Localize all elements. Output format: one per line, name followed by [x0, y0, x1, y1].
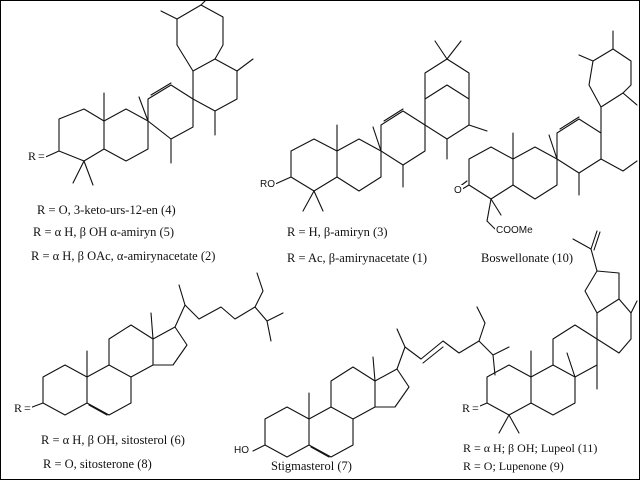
ketone-oxygen-label: O: [453, 185, 463, 196]
caption-alpha-amirynacetate: R = α H, β OAc, α-amirynacetate (2): [31, 249, 216, 263]
caption-alpha-amiryn: R = α H, β OH α-amiryn (5): [33, 225, 175, 239]
caption-lupeol: R = α H; β OH; Lupeol (11): [463, 441, 598, 455]
cooMe-label: COOMe: [495, 225, 534, 236]
caption-boswellonate: Boswellonate (10): [481, 251, 573, 265]
caption-beta-amirynacetate: R = Ac, β-amirynacetate (1): [287, 251, 428, 265]
r-substituent-label: R: [27, 149, 38, 163]
r-substituent-label: R: [13, 401, 24, 415]
ro-substituent-label: RO: [259, 179, 276, 190]
double-bond-equals-label: =: [471, 401, 480, 415]
caption-3-keto-urs-12-en: R = O, 3-keto-urs-12-en (4): [37, 203, 176, 217]
caption-sitosterone: R = O, sitosterone (8): [43, 457, 152, 471]
caption-lupenone: R = O; Lupenone (9): [463, 459, 564, 473]
caption-stigmasterol: Stigmasterol (7): [271, 459, 352, 473]
double-bond-equals-label: =: [23, 401, 32, 415]
double-bond-equals-label: =: [37, 149, 46, 163]
caption-sitosterol: R = α H, β OH, sitosterol (6): [41, 433, 185, 447]
r-substituent-label: R: [461, 401, 472, 415]
ho-substituent-label: HO: [233, 445, 250, 456]
caption-beta-amiryn: R = H, β-amiryn (3): [287, 225, 388, 239]
